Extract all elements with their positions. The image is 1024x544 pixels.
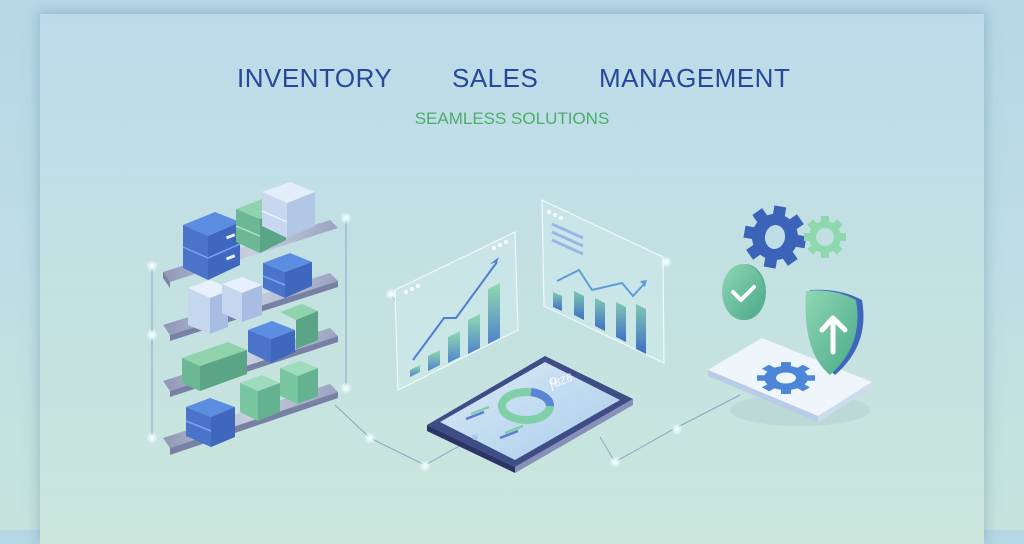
platform-gear-icon (757, 362, 815, 394)
trend-chart-panel (541, 199, 665, 364)
gear-icon (743, 205, 807, 269)
small-gear-icon (804, 216, 846, 258)
growth-chart-panel (394, 231, 519, 391)
warehouse-shelves-icon (163, 182, 338, 455)
shield-upload-icon (805, 289, 864, 375)
headline-word-sales: SALES (452, 63, 539, 93)
check-badge-icon (722, 264, 766, 320)
subtitle: SEAMLESS SOLUTIONS (414, 109, 610, 128)
headline-word-inventory: INVENTORY (237, 63, 393, 93)
connector-lines (151, 218, 741, 466)
illustration (146, 182, 872, 473)
tablet-device-icon (427, 356, 633, 473)
headline: INVENTORY SALES MANAGEMENT (0, 63, 1024, 95)
glow-dots (146, 212, 683, 472)
headline-word-management: MANAGEMENT (599, 63, 791, 93)
